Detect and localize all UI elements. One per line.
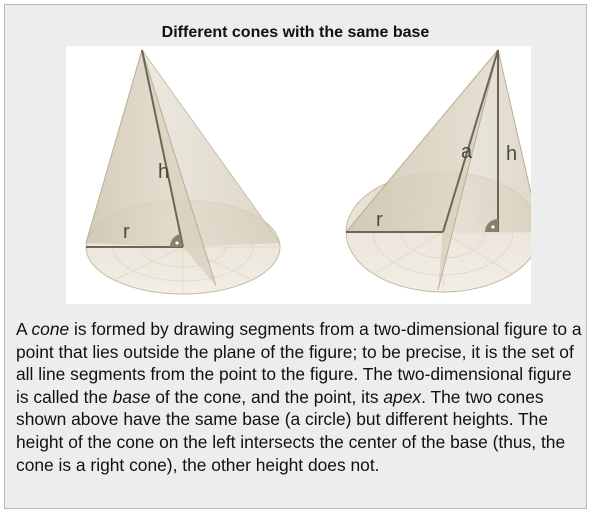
right-cone-slant-label: a <box>461 141 473 163</box>
left-cone-height-line <box>141 49 184 248</box>
right-cone: a h r <box>345 49 531 293</box>
caption-text: is formed by drawing segments from a two… <box>16 319 582 407</box>
figure-title: Different cones with the same base <box>161 24 430 41</box>
right-cone-height-label: h <box>506 143 517 165</box>
caption-text: A <box>16 319 32 339</box>
right-cone-radius-label: r <box>376 209 383 231</box>
right-cone-slant-line <box>442 49 499 233</box>
left-cone-radius-label: r <box>123 221 130 243</box>
left-cone-height-label: h <box>158 161 169 183</box>
cones-drawing: h r <box>85 49 531 295</box>
caption-term: cone <box>31 319 70 339</box>
right-cone-right-face <box>443 50 531 232</box>
caption-text: of the cone, and the point, its <box>150 386 384 407</box>
caption-term: base <box>112 386 151 407</box>
figure-box: Different cones with the same base <box>4 4 587 509</box>
figure-caption: A cone is formed by drawing segments fro… <box>16 318 582 476</box>
cones-illustration: h r <box>66 46 531 304</box>
left-cone: h r <box>85 49 281 295</box>
caption-text: . The two cones shown above have the sam… <box>16 386 566 475</box>
caption-term: apex <box>383 386 422 407</box>
left-cone-right-angle-marker <box>169 234 183 247</box>
right-cone-right-angle-marker <box>485 219 498 232</box>
left-cone-left-face <box>86 50 183 247</box>
